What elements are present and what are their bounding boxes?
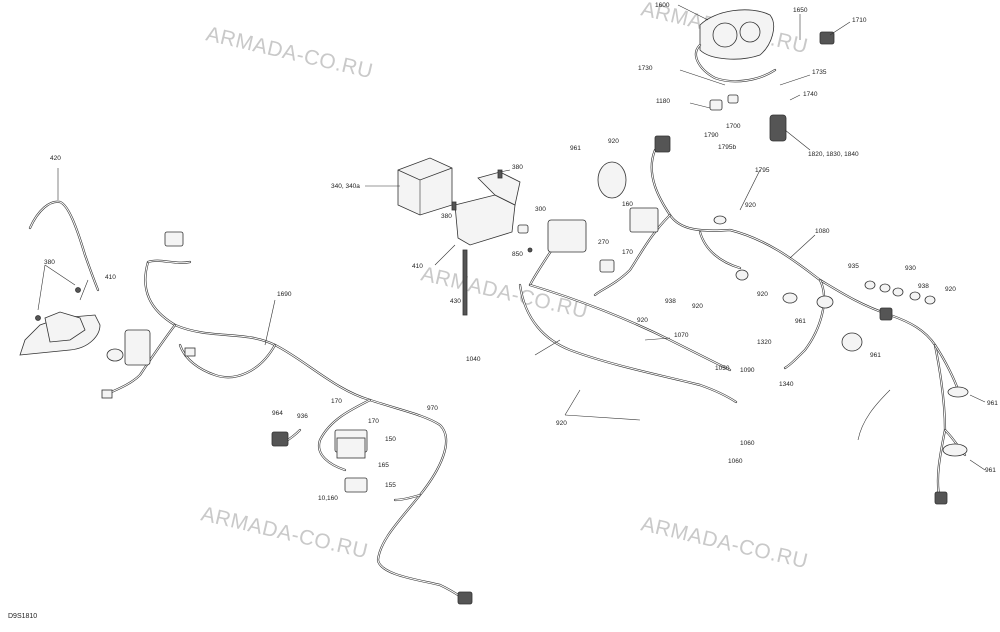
label-380-bracket: 380 [441, 213, 452, 220]
label-920-top: 920 [608, 138, 619, 145]
label-170-left: 170 [331, 398, 342, 405]
label-1710: 1710 [852, 17, 867, 24]
label-920-right: 920 [945, 286, 956, 293]
watermark-center: ARMADA-CO.RU [419, 262, 590, 323]
label-300: 300 [535, 206, 546, 213]
label-1740: 1740 [803, 91, 818, 98]
label-964: 964 [272, 410, 283, 417]
label-961-bottom: 961 [985, 467, 996, 474]
label-1730: 1730 [638, 65, 653, 72]
label-1820-1830-1840: 1820, 1830, 1840 [808, 151, 859, 158]
label-1180: 1180 [656, 98, 670, 105]
label-1690: 1690 [277, 291, 292, 298]
label-155: 155 [385, 482, 396, 489]
label-930: 930 [905, 265, 916, 272]
diagram-code: D9S1810 [8, 613, 38, 620]
label-410-left: 410 [105, 274, 116, 281]
label-938-center: 938 [665, 298, 676, 305]
label-380-left: 380 [44, 259, 55, 266]
label-170-lower: 170 [368, 418, 379, 425]
leader-lines [37, 4, 986, 471]
left-components [19, 200, 473, 605]
label-10-160: 10,160 [318, 495, 338, 502]
watermark-bottom-right: ARMADA-CO.RU [639, 512, 810, 573]
watermark-top-left: ARMADA-CO.RU [204, 22, 375, 83]
label-160: 160 [622, 201, 633, 208]
label-938-right: 938 [918, 283, 929, 290]
label-150: 150 [385, 436, 396, 443]
label-850: 850 [512, 251, 523, 258]
label-936: 936 [297, 413, 308, 420]
label-270: 270 [598, 239, 609, 246]
label-1320: 1320 [757, 339, 772, 346]
label-1650: 1650 [793, 7, 808, 14]
label-410-battery-tray: 410 [412, 263, 423, 270]
label-1700: 1700 [726, 123, 741, 130]
label-1090: 1090 [740, 367, 755, 374]
label-920-mid: 920 [745, 202, 756, 209]
label-1735: 1735 [812, 69, 827, 76]
label-1340: 1340 [779, 381, 794, 388]
label-1790: 1790 [704, 132, 719, 139]
label-1080: 1080 [815, 228, 830, 235]
right-components [547, 9, 969, 505]
label-961-top: 961 [570, 145, 581, 152]
label-961-mid: 961 [795, 318, 806, 325]
label-430: 430 [450, 298, 461, 305]
watermark-bottom-left: ARMADA-CO.RU [199, 502, 370, 563]
label-1070: 1070 [674, 332, 689, 339]
part-labels: 1600 1650 1710 1730 1735 1740 1180 1700 … [44, 2, 998, 502]
label-920-bottom: 920 [556, 420, 567, 427]
battery-group [397, 157, 533, 316]
label-1050: 1050 [715, 365, 730, 372]
label-1040: 1040 [466, 356, 481, 363]
label-970: 970 [427, 405, 438, 412]
front-harness [103, 259, 468, 602]
label-165: 165 [378, 462, 389, 469]
center-harness [518, 148, 967, 502]
label-1060: 1060 [740, 440, 755, 447]
label-1795: 1795 [755, 167, 770, 174]
label-920-lower: 920 [637, 317, 648, 324]
label-961-right: 961 [870, 352, 881, 359]
label-1600: 1600 [655, 2, 670, 9]
label-420: 420 [50, 155, 61, 162]
label-340-340a: 340, 340a [331, 183, 360, 190]
label-1060-lower: 1060 [728, 458, 743, 465]
label-935: 935 [848, 263, 859, 270]
label-1795b: 1795b [718, 144, 736, 151]
label-961-edge: 961 [987, 400, 998, 407]
label-170-right: 170 [622, 249, 633, 256]
label-380-battery: 380 [512, 164, 523, 171]
watermark-layer: ARMADA-CO.RU ARMADA-CO.RU ARMADA-CO.RU A… [199, 0, 810, 573]
label-920-center: 920 [692, 303, 703, 310]
label-920-connector: 920 [757, 291, 768, 298]
